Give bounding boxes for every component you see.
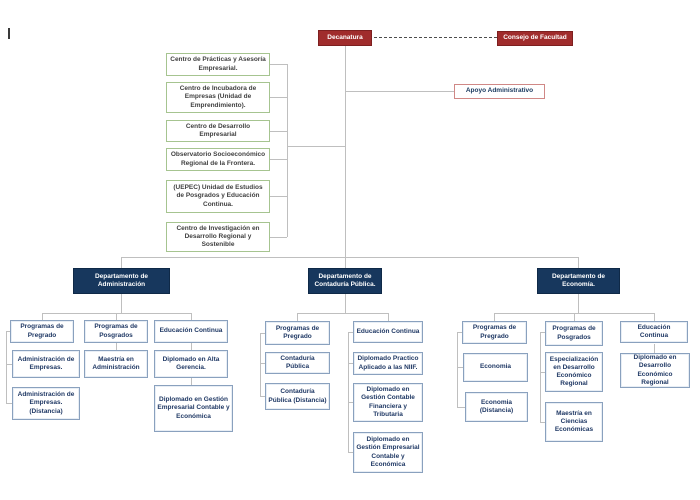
connector [345,294,346,313]
node-cont-educontinua-header: Educación Continua [353,321,423,343]
connector [287,146,346,147]
connector [348,332,349,452]
connector [494,313,495,321]
node-economia: Economia [463,353,528,382]
connector [191,343,192,350]
text-cursor-artifact [8,28,10,39]
node-admin-empresas: Administración de Empresas. [12,350,80,378]
connector [457,332,462,333]
connector [578,257,579,268]
node-maestria-ciencias: Maestría en Ciencias Económicas [545,402,603,442]
node-contaduria-publica: Contaduría Pública [265,352,330,374]
connector [457,367,463,368]
connector [116,313,117,320]
node-maestria-administracion: Maestría en Administración [84,350,148,378]
connector [191,313,192,320]
node-diplomado-gestion-contable: Diplomado en Gestión Contable Financiera… [353,383,423,422]
connector [270,196,287,197]
connector [287,64,288,237]
node-centro-desarrollo: Centro de Desarrollo Empresarial [166,120,270,142]
connector [540,422,545,423]
node-diplomado-gestion-empresarial-cont: Diplomado en Gestión Empresarial Contabl… [353,432,423,473]
node-consejo-facultad: Consejo de Facultad [497,31,573,46]
node-especializacion-desarrollo: Especialización en Desarrollo Económico … [545,352,603,392]
connector-dashed [374,37,497,38]
node-uepec: (UEPEC) Unidad de Estudios de Posgrados … [166,180,270,213]
connector [540,332,541,422]
connector [121,257,122,268]
connector [121,294,122,313]
connector [654,344,655,353]
node-dept-administracion: Departamento de Administración [73,268,170,294]
connector [654,313,655,321]
node-admin-posgrados-header: Programas de Posgrados [84,320,148,343]
node-econ-educontinua-header: Educación Continua [620,321,688,343]
connector [260,333,265,334]
node-econ-posgrados-header: Programas de Posgrados [545,321,603,346]
node-centro-investigacion: Centro de Investigación en Desarrollo Re… [166,222,270,252]
connector [260,396,265,397]
connector [297,313,388,314]
node-economia-distancia: Economia (Distancia) [465,392,528,422]
connector [574,313,575,321]
connector [457,332,458,407]
connector [270,97,287,98]
connector [191,378,192,385]
connector [260,333,261,396]
node-decanatura: Decanatura [318,30,372,46]
connector [348,363,353,364]
node-diplomado-desarrollo-regional: Diplomado en Desarrollo Económico Region… [620,353,690,388]
node-diplomado-niif: Diplomado Practico Aplicado a las NIIF. [353,352,423,375]
connector [578,294,579,313]
connector [6,331,10,332]
node-contaduria-distancia: Contaduría Pública (Distancia) [265,383,330,410]
connector [540,372,545,373]
connector [348,332,353,333]
connector [270,64,287,65]
node-admin-educontinua-header: Educación Continua [154,320,228,343]
node-cont-pregrado-header: Programas de Pregrado [265,321,330,345]
node-dept-economia: Departamento de Economía. [537,268,620,294]
connector [116,343,117,350]
node-diplomado-alta-gerencia: Diplomado en Alta Gerencia. [154,350,228,378]
connector [348,402,353,403]
connector [346,91,454,92]
connector [348,452,353,453]
node-admin-empresas-distancia: Administración de Empresas. (Distancia) [12,387,80,420]
connector [6,403,12,404]
node-admin-pregrado-header: Programas de Pregrado [10,320,74,343]
connector [345,46,346,257]
node-centro-practicas: Centro de Prácticas y Asesoría Empresari… [166,53,270,76]
connector [270,237,287,238]
node-diplomado-gestion-empresarial-admin: Diplomado en Gestión Empresarial Contabl… [154,385,233,432]
connector [6,364,12,365]
node-apoyo-administrativo: Apoyo Administrativo [454,84,545,99]
node-econ-pregrado-header: Programas de Pregrado [462,321,527,344]
connector [297,313,298,321]
connector [270,159,287,160]
connector [270,131,287,132]
connector [388,313,389,321]
node-dept-contaduria: Departamento de Contaduría Pública. [308,268,382,294]
node-centro-incubadora: Centro de Incubadora de Empresas (Unidad… [166,82,270,113]
connector [540,332,545,333]
node-observatorio: Observatorio Socioeconómico Regional de … [166,148,270,171]
connector [42,313,43,320]
connector [345,257,346,268]
connector [260,363,265,364]
connector [121,257,578,258]
connector [6,331,7,403]
connector [457,407,465,408]
